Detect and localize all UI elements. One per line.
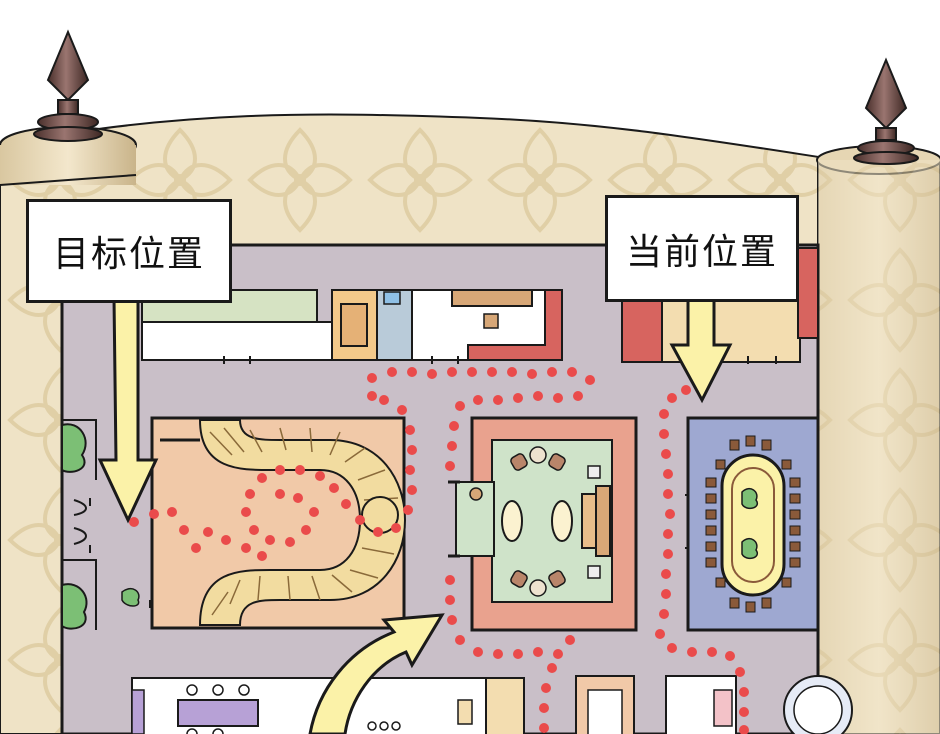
- room-top-blue: [376, 289, 413, 361]
- room-top-red: [621, 289, 663, 363]
- curved-path-arrow-icon: [308, 613, 445, 734]
- grand-staircase-hall: [150, 416, 407, 630]
- lounge-room: [448, 416, 638, 632]
- route-path-dots: [129, 367, 749, 734]
- finial-icon: [33, 29, 103, 142]
- right-scroll-roll: [816, 145, 940, 734]
- target-position-label: 目标位置: [26, 199, 232, 303]
- meeting-room: [686, 416, 820, 632]
- down-arrow-icon: [97, 296, 159, 524]
- room-top-white: [141, 321, 333, 361]
- finial-icon: [853, 57, 919, 165]
- current-position-label: 当前位置: [605, 195, 799, 302]
- plant-icon: [61, 423, 140, 630]
